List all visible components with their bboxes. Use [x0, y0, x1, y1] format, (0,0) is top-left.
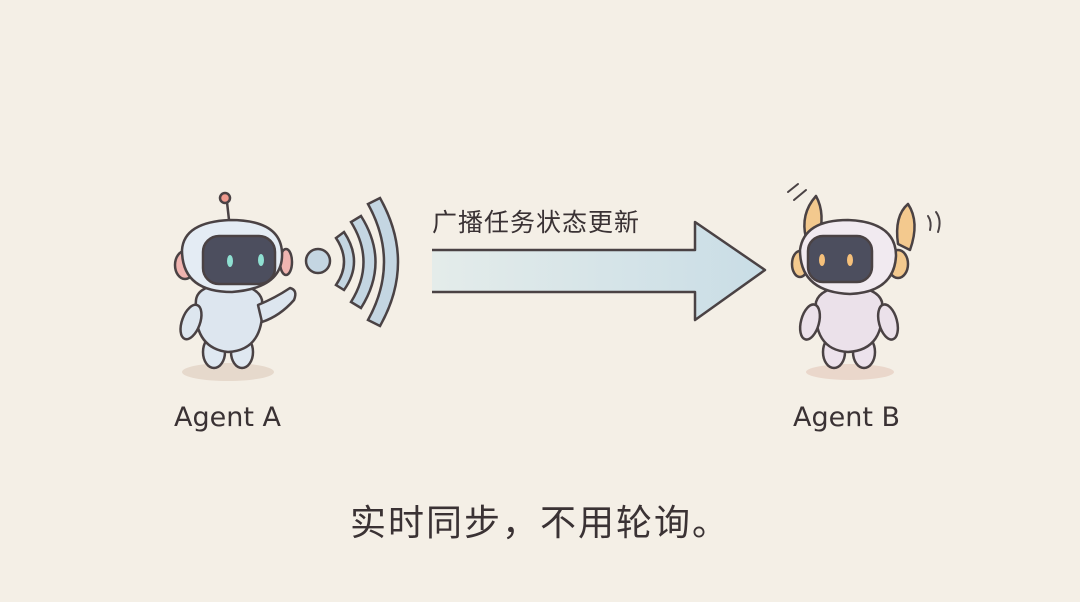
agent-a-label: Agent A	[174, 402, 281, 433]
broadcast-waves-icon	[304, 196, 400, 328]
agent-b-label: Agent B	[793, 402, 901, 433]
agent-a-robot-icon	[173, 191, 297, 381]
agent-b-robot-icon	[787, 183, 941, 380]
arrow-label: 广播任务状态更新	[432, 208, 641, 237]
caption: 实时同步，不用轮询。	[349, 503, 730, 544]
broadcast-arrow	[432, 220, 767, 322]
